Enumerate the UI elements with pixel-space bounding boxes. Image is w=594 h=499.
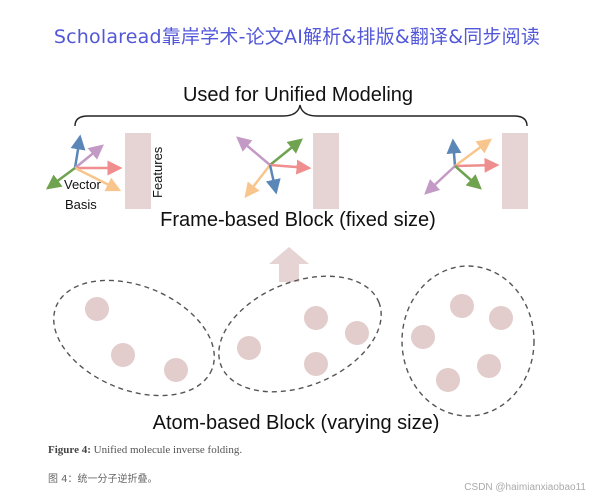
feature-block-3 — [502, 133, 528, 209]
vector-basis-3-red — [454, 157, 500, 173]
features-label: Features — [150, 146, 165, 198]
atom-block-label: Atom-based Block (varying size) — [153, 412, 440, 434]
banner-title: Scholaread靠岸学术-论文AI解析&排版&翻译&同步阅读 — [53, 26, 541, 48]
vector-basis-1-green — [45, 166, 76, 190]
atom — [489, 306, 513, 330]
figure-number: Figure 4: — [48, 444, 91, 456]
frame-1: Vector Basis Features — [45, 133, 165, 212]
atom — [111, 343, 135, 367]
frame-3 — [424, 133, 528, 209]
atom — [237, 336, 261, 360]
atom — [85, 297, 109, 321]
figure-text: Unified molecule inverse folding. — [93, 444, 243, 456]
atom — [477, 354, 501, 378]
atom — [345, 321, 369, 345]
atom — [450, 294, 474, 318]
vector-basis-1-purple — [74, 144, 104, 169]
atom — [304, 352, 328, 376]
vector-basis-3-orange — [454, 138, 493, 168]
atom — [436, 368, 460, 392]
atom — [411, 325, 435, 349]
vector-basis-2-blue — [265, 164, 281, 195]
watermark: CSDN @haimianxiaobao11 — [464, 482, 586, 493]
atom — [304, 306, 328, 330]
vector-basis-2-red — [269, 159, 312, 175]
vector-basis-3-green — [454, 165, 482, 190]
vector-basis-2-green — [269, 138, 303, 166]
figure-caption: Figure 4: Unified molecule inverse foldi… — [48, 444, 242, 456]
vector-basis-3-purple — [424, 165, 456, 195]
vector-basis-1-orange — [74, 166, 122, 192]
curly-brace — [74, 104, 528, 127]
atom — [164, 358, 188, 382]
atom-group-3 — [401, 265, 535, 417]
basis-label: Basis — [65, 197, 97, 212]
feature-block-1 — [125, 133, 151, 209]
atom-group-1-outline — [53, 279, 215, 397]
vector-label: Vector — [64, 177, 102, 192]
feature-block-2 — [313, 133, 339, 209]
vector-basis-2-orange — [244, 164, 271, 198]
vector-basis-1-blue — [70, 134, 86, 169]
vector-basis-2-purple — [236, 136, 271, 166]
atom-group-2-outline — [218, 275, 382, 393]
frame-2 — [236, 133, 339, 209]
unified-modeling-label: Used for Unified Modeling — [183, 84, 413, 106]
frame-block-label: Frame-based Block (fixed size) — [160, 209, 436, 231]
atom-group-3-outline — [401, 265, 535, 417]
vector-basis-3-blue — [446, 138, 462, 167]
atom-group-2 — [218, 275, 382, 393]
figure-caption-chinese: 图 4：统一分子逆折叠。 — [48, 474, 158, 485]
atom-group-1 — [53, 279, 215, 397]
up-arrow-icon — [269, 247, 309, 282]
